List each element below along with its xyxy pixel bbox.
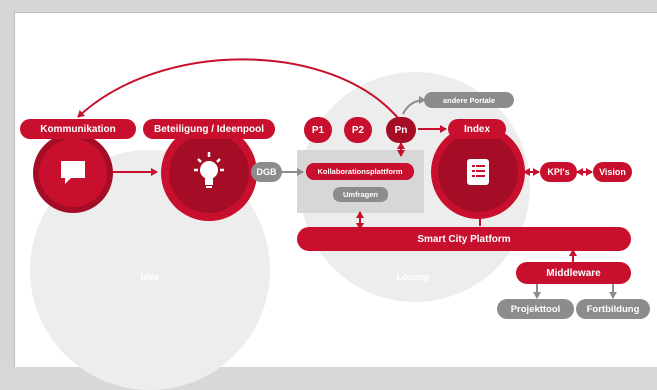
dgb-node: DGB xyxy=(251,162,282,182)
beteiligung-label: Beteiligung / Ideenpool xyxy=(143,119,275,139)
kollaboration-box xyxy=(297,150,424,213)
p2-node: P2 xyxy=(344,117,372,143)
smart-city-platform-bar: Smart City Platform xyxy=(297,227,631,251)
fortbildung-node: Fortbildung xyxy=(576,299,650,319)
umfragen-node: Umfragen xyxy=(333,187,388,202)
pn-node: Pn xyxy=(386,117,416,143)
zone-idee-label: Idee xyxy=(140,272,159,282)
lightbulb-icon xyxy=(194,152,224,188)
kpis-node: KPI's xyxy=(540,162,577,182)
projekttool-node: Projekttool xyxy=(497,299,574,319)
vision-node: Vision xyxy=(593,162,632,182)
kommunikation-label: Kommunikation xyxy=(20,119,136,139)
arc-pn-to-kommunikation xyxy=(77,58,399,119)
list-document-icon xyxy=(467,159,489,185)
index-label: Index xyxy=(448,119,506,139)
speech-bubble-icon xyxy=(61,161,85,184)
middleware-node: Middleware xyxy=(516,262,631,284)
p1-node: P1 xyxy=(304,117,332,143)
kollaborationsplattform-node: Kollaborationsplattform xyxy=(306,163,414,180)
arrow-pn-to-andere-portale xyxy=(402,96,426,115)
andere-portale-node: andere Portale xyxy=(424,92,514,108)
zone-loesung-label: Lösung xyxy=(396,272,430,282)
